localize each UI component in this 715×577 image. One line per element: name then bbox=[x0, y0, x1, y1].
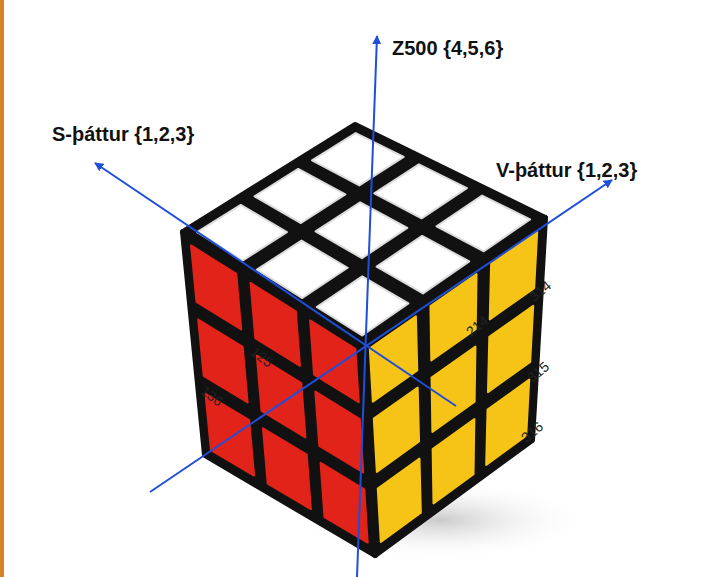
frame-edge bbox=[0, 0, 4, 577]
sticker bbox=[312, 133, 404, 185]
z-axis bbox=[357, 36, 377, 577]
axes bbox=[95, 36, 612, 577]
left-face bbox=[183, 232, 375, 555]
axis-label: Z500 {4,5,6} bbox=[392, 38, 503, 58]
sticker bbox=[370, 316, 417, 401]
sticker bbox=[374, 387, 419, 471]
cube bbox=[183, 125, 545, 555]
sticker bbox=[255, 169, 346, 223]
sticker bbox=[486, 380, 529, 465]
sticker bbox=[191, 245, 241, 329]
sticker bbox=[378, 459, 421, 542]
sticker bbox=[433, 419, 475, 503]
sticker bbox=[490, 232, 537, 319]
v-axis bbox=[150, 180, 612, 492]
top-face bbox=[183, 125, 545, 345]
s-axis bbox=[95, 163, 456, 406]
right-face bbox=[362, 218, 545, 555]
sticker bbox=[432, 347, 476, 432]
sticker bbox=[315, 392, 363, 473]
sticker bbox=[263, 428, 311, 509]
sticker bbox=[488, 306, 533, 392]
axis-label: S-þáttur {1,2,3} bbox=[52, 124, 194, 144]
axis-label: V-þáttur {1,2,3} bbox=[496, 160, 637, 180]
sticker bbox=[374, 164, 467, 218]
sticker bbox=[316, 202, 408, 258]
sticker bbox=[310, 320, 359, 402]
